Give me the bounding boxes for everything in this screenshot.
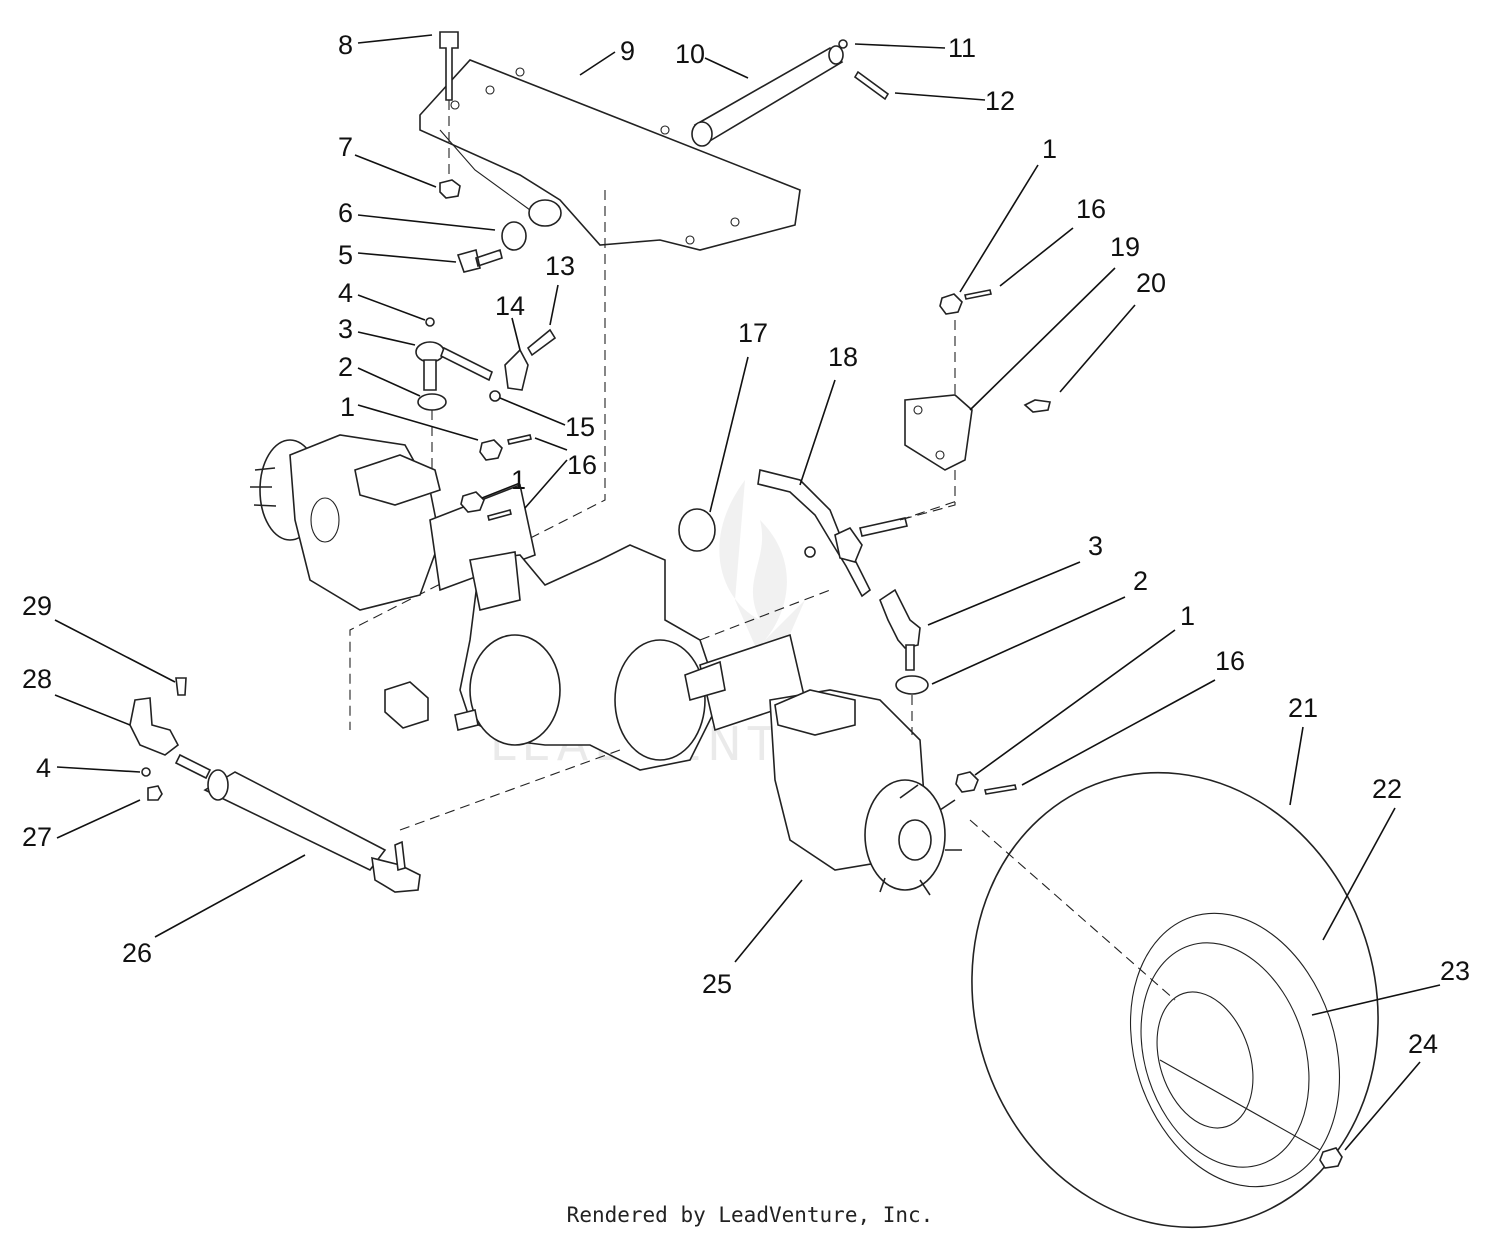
callout-label: 7 — [338, 132, 353, 162]
cotter-16-upper-right — [964, 289, 992, 300]
centerline-plate — [899, 320, 956, 521]
callout-label: 1 — [1042, 134, 1057, 164]
callout-label: 27 — [22, 822, 52, 852]
washer-6 — [501, 221, 527, 251]
pivot-pin — [691, 45, 844, 147]
callout-label: 12 — [985, 86, 1015, 116]
pivot-bracket — [419, 59, 801, 251]
callout-label: 21 — [1288, 693, 1318, 723]
axle-assembly — [250, 434, 962, 896]
centerline-wheel — [969, 819, 1176, 1001]
nut-1-lower-right — [955, 771, 979, 793]
tie-rod-end-right — [879, 588, 921, 649]
clevis-bolt — [859, 517, 908, 537]
lock-4-lower — [141, 767, 151, 777]
ball-stud-right — [905, 644, 915, 671]
nut-1-left-a — [479, 439, 503, 461]
callout-label: 13 — [545, 251, 575, 281]
roll-pin — [853, 70, 890, 101]
steering-arm-19 — [904, 394, 973, 471]
callout-label: 22 — [1372, 774, 1402, 804]
bolt-5 — [456, 248, 503, 273]
callout-label: 5 — [338, 240, 353, 270]
boot-2-right — [895, 675, 929, 695]
callout-label: 2 — [1133, 566, 1148, 596]
nut-27 — [147, 785, 163, 801]
callout-label: 15 — [565, 412, 595, 442]
callout-label: 20 — [1136, 268, 1166, 298]
callout-label: 11 — [948, 33, 976, 63]
clevis-right — [834, 526, 863, 563]
cotter-16-left-b — [487, 509, 512, 521]
bushing-lower-left — [384, 681, 429, 729]
nut-1-upper-right — [939, 293, 963, 315]
bolt-8 — [439, 31, 459, 101]
cotter-16-left-a — [507, 434, 532, 445]
callout-label: 18 — [828, 342, 858, 372]
callout-label: 6 — [338, 198, 353, 228]
steering-cylinder — [174, 753, 421, 893]
callout-label: 1 — [340, 392, 355, 422]
grease-fitting — [838, 39, 848, 49]
callout-label: 29 — [22, 591, 52, 621]
clevis-nut — [804, 546, 816, 558]
bolt-20 — [1023, 399, 1051, 413]
callout-label: 25 — [702, 969, 732, 999]
callout-label: 19 — [1110, 232, 1140, 262]
callout-label: 3 — [1088, 531, 1103, 561]
callout-label: 3 — [338, 314, 353, 344]
callout-label: 9 — [620, 36, 635, 66]
tie-rod-18 — [757, 469, 872, 598]
lug-nut-24 — [1319, 1147, 1343, 1169]
credit-text: Rendered by LeadVenture, Inc. — [566, 1203, 934, 1227]
plate-hole — [935, 450, 945, 460]
tie-rod-end-28 — [129, 697, 180, 756]
bushing-17 — [678, 508, 716, 552]
callout-label: 1 — [511, 465, 526, 495]
callout-labels: 1 16 19 20 17 18 3 2 1 16 21 22 23 24 25… — [22, 30, 1470, 1059]
callout-label: 16 — [1215, 646, 1245, 676]
callout-label: 10 — [675, 39, 705, 69]
callout-label: 17 — [738, 318, 768, 348]
callout-label: 2 — [338, 352, 353, 382]
centerline-axle — [399, 499, 961, 831]
callout-label: 4 — [36, 753, 51, 783]
callout-label: 28 — [22, 664, 52, 694]
wheel-assembly — [971, 771, 1379, 1229]
nut-1-left-b — [460, 491, 485, 513]
callout-label: 23 — [1440, 956, 1470, 986]
callout-label: 8 — [338, 30, 353, 60]
callout-label: 4 — [338, 278, 353, 308]
nut-7 — [439, 179, 461, 199]
cotter-16-lower-right — [984, 784, 1017, 795]
leader-lines — [54, 34, 1441, 1151]
bolt-29 — [175, 677, 187, 696]
tie-rod-end-left — [415, 317, 557, 411]
callout-label: 16 — [1076, 194, 1106, 224]
plate-hole — [913, 405, 923, 415]
callout-label: 14 — [495, 291, 525, 321]
callout-label: 1 — [1180, 601, 1195, 631]
watermark-flame-icon — [719, 480, 805, 680]
callout-label: 16 — [567, 450, 597, 480]
callout-label: 26 — [122, 938, 152, 968]
callout-label: 24 — [1408, 1029, 1438, 1059]
